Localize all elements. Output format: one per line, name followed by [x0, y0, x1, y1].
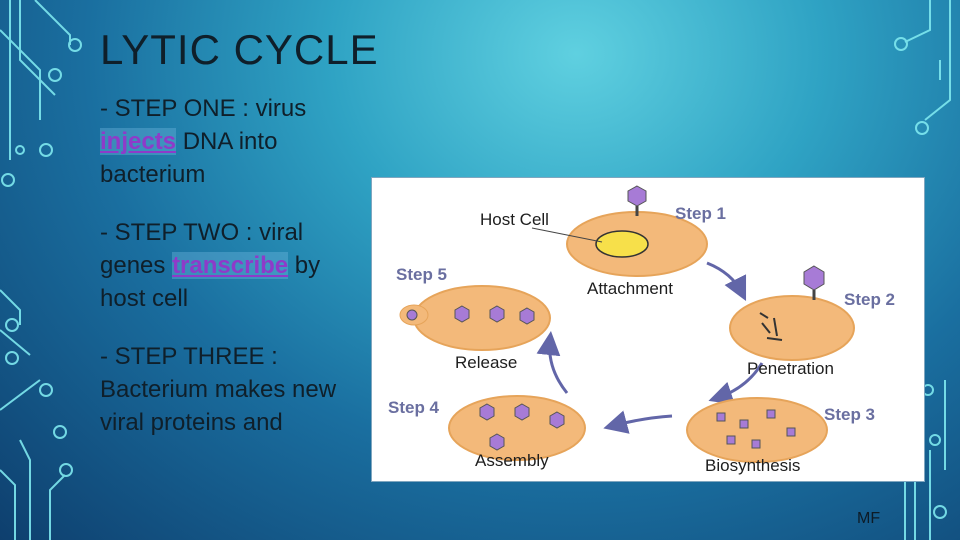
slide-title: LYTIC CYCLE — [100, 26, 379, 73]
step-2-label: Step 2 — [844, 290, 895, 309]
bullet-text: - STEP ONE : virus — [100, 95, 307, 122]
virus-icon — [803, 265, 825, 300]
host-cell-label: Host Cell — [480, 210, 549, 229]
attachment-cell — [531, 185, 708, 277]
bullet-step-one: - STEP ONE : virus injects DNA into bact… — [100, 92, 350, 191]
step-5-label: Step 5 — [396, 265, 447, 284]
step-1-label: Step 1 — [675, 204, 726, 223]
lytic-cycle-diagram: Host Cell Step 1 Step 2 Step 3 Step 4 St… — [371, 177, 925, 482]
phase-penetration-label: Penetration — [747, 359, 834, 378]
bullet-text: - STEP TWO : viral genes — [100, 219, 304, 279]
footer-initials: MF — [857, 510, 881, 527]
keyword-link-injects[interactable]: injects — [100, 128, 177, 155]
phase-release-label: Release — [455, 353, 517, 372]
bullet-text: - STEP THREE : Bacterium makes new viral… — [100, 343, 337, 436]
cycle-arrows — [536, 261, 764, 434]
penetration-cell — [729, 265, 855, 361]
release-cell — [399, 285, 551, 351]
diagram-canvas: Host Cell Step 1 Step 2 Step 3 Step 4 St… — [388, 185, 895, 475]
keyword-link-transcribe[interactable]: transcribe — [172, 252, 289, 279]
phase-assembly-label: Assembly — [475, 451, 549, 470]
bullet-text: by host cell — [100, 252, 321, 312]
bullet-step-three: - STEP THREE : Bacterium makes new viral… — [100, 340, 350, 439]
biosynthesis-cell — [686, 397, 828, 463]
bullet-text: DNA into bacterium — [100, 128, 278, 188]
phase-attachment-label: Attachment — [587, 279, 673, 298]
phase-biosynthesis-label: Biosynthesis — [705, 456, 800, 475]
bullet-list: - STEP ONE : virus injects DNA into bact… — [100, 92, 350, 464]
step-4-label: Step 4 — [388, 398, 440, 417]
step-3-label: Step 3 — [824, 405, 875, 424]
bullet-step-two: - STEP TWO : viral genes transcribe by h… — [100, 216, 350, 315]
assembly-cell — [448, 395, 586, 461]
virus-icon — [627, 185, 647, 216]
